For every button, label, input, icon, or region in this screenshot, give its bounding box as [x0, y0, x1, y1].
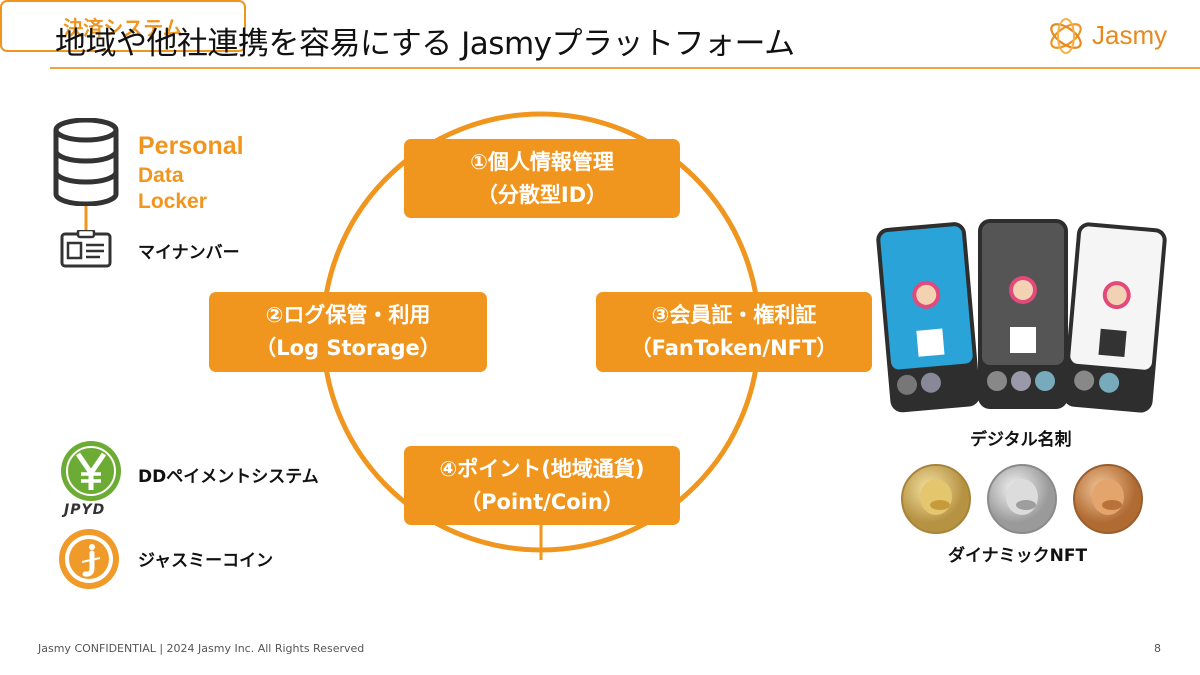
- header-divider: [50, 67, 1200, 69]
- jasmy-coin-icon: [59, 529, 119, 589]
- box-point-coin: ④ポイント(地域通貨) （Point/Coin）: [404, 446, 680, 525]
- pdl-title-3: Locker: [138, 190, 207, 213]
- database-icon: [53, 118, 119, 206]
- box-payment-system: 決済システム: [0, 0, 246, 52]
- jpyd-label: JPYD: [64, 502, 106, 518]
- page-title: 地域や他社連携を容易にする Jasmyプラットフォーム: [55, 26, 795, 62]
- digital-card-phones: [876, 219, 1167, 413]
- gold-coin-icon: [901, 464, 971, 534]
- box-personal-info: ①個人情報管理 （分散型ID）: [404, 139, 680, 218]
- box-log-storage: ②ログ保管・利用 （Log Storage）: [209, 292, 487, 372]
- pdl-title-1: Personal: [138, 132, 244, 160]
- page-number: 8: [1154, 642, 1161, 655]
- jpyd-coin-icon: [61, 441, 121, 501]
- phone-dark: [978, 219, 1068, 409]
- phone-white: [1062, 222, 1167, 413]
- digital-card-label: デジタル名刺: [970, 430, 1072, 450]
- bronze-coin-icon: [1073, 464, 1143, 534]
- pdl-title-2: Data: [138, 164, 184, 187]
- mynumber-label: マイナンバー: [138, 243, 240, 263]
- dd-payment-label: DDペイメントシステム: [138, 467, 319, 487]
- footer-copyright: Jasmy CONFIDENTIAL | 2024 Jasmy Inc. All…: [38, 642, 365, 655]
- id-card-icon: [60, 230, 112, 268]
- jasmy-logo-icon: [1050, 18, 1082, 54]
- logo-wordmark: Jasmy: [1092, 20, 1168, 50]
- dynamic-nft-coins: [901, 464, 1143, 534]
- phone-blue: [876, 222, 981, 413]
- dynamic-nft-label: ダイナミックNFT: [948, 546, 1088, 566]
- silver-coin-icon: [987, 464, 1057, 534]
- box-membership: ③会員証・権利証 （FanToken/NFT）: [596, 292, 872, 372]
- jasmy-coin-label: ジャスミーコイン: [138, 551, 274, 571]
